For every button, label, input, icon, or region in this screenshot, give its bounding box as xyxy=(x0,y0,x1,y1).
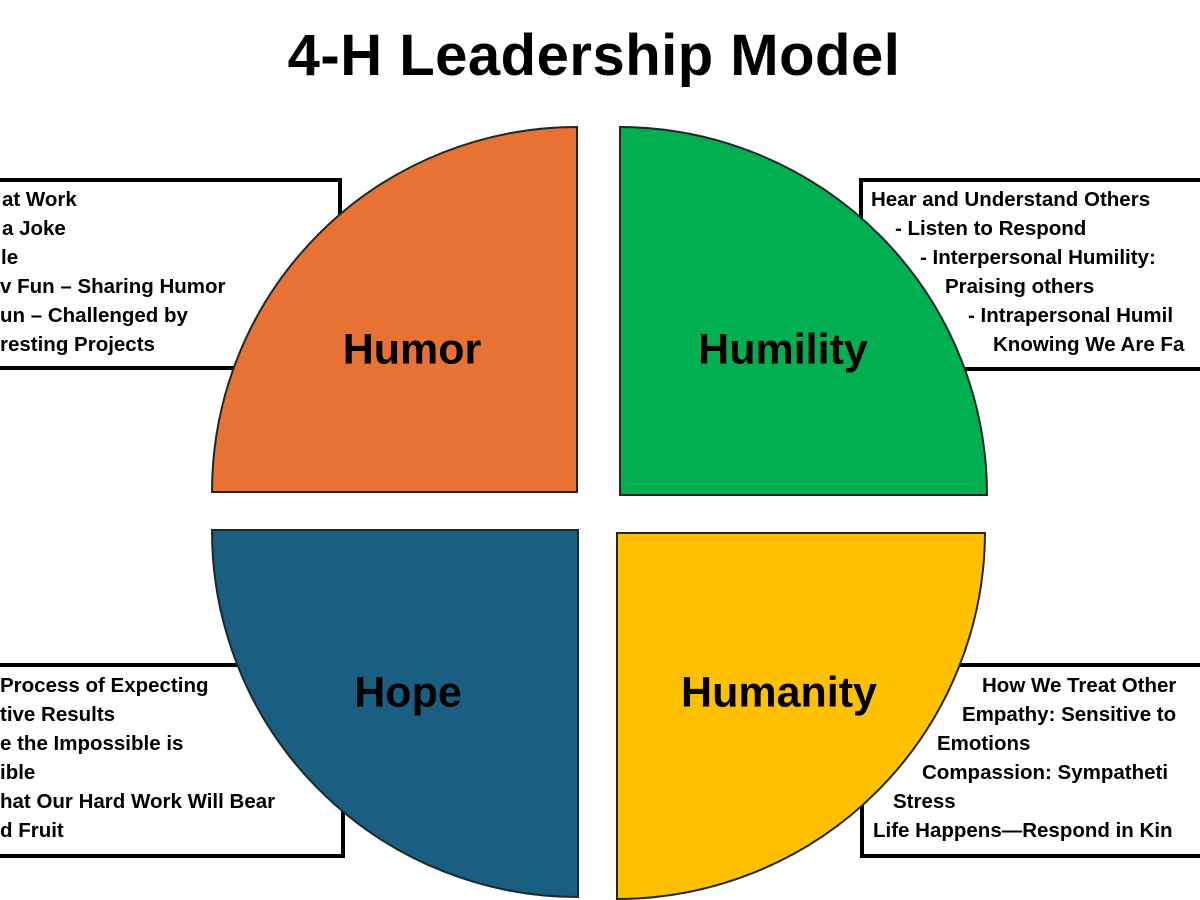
humility-label: Humility xyxy=(698,325,868,374)
humility-line: Knowing We Are Fa xyxy=(993,333,1185,356)
humanity-line: Life Happens—Respond in Kin xyxy=(873,819,1173,842)
humanity-line: Compassion: Sympatheti xyxy=(922,761,1169,784)
humanity-quadrant xyxy=(616,532,987,900)
humor-line: at Work xyxy=(2,188,77,211)
humanity-label: Humanity xyxy=(681,668,877,717)
hope-line: Process of Expecting xyxy=(0,674,209,697)
hope-line: e the Impossible is xyxy=(0,732,184,755)
humanity-line: Stress xyxy=(893,790,956,813)
hope-label: Hope xyxy=(354,668,462,717)
humility-line: Hear and Understand Others xyxy=(871,188,1151,211)
humility-line: Praising others xyxy=(945,275,1095,298)
hope-quadrant xyxy=(210,529,579,899)
humor-line: v Fun – Sharing Humor xyxy=(0,275,226,298)
humanity-line: Empathy: Sensitive to xyxy=(962,703,1177,726)
humanity-line: How We Treat Other xyxy=(982,674,1177,697)
humor-quadrant xyxy=(210,125,578,493)
humanity-line: Emotions xyxy=(937,732,1031,755)
hope-line: ible xyxy=(0,761,36,784)
humility-line: - Intrapersonal Humil xyxy=(968,304,1174,327)
hope-line: d Fruit xyxy=(0,819,64,842)
humility-quadrant xyxy=(619,125,989,496)
humility-line: - Listen to Respond xyxy=(895,217,1087,240)
humor-line: resting Projects xyxy=(0,333,155,356)
humor-label: Humor xyxy=(342,325,482,374)
hope-line: hat Our Hard Work Will Bear xyxy=(0,790,276,813)
humor-line: a Joke xyxy=(2,217,66,240)
humor-line: un – Challenged by xyxy=(0,304,188,327)
page-title: 4-H Leadership Model xyxy=(287,23,901,88)
humility-line: - Interpersonal Humility: xyxy=(920,246,1156,269)
hope-line: tive Results xyxy=(0,703,116,726)
humor-line: le xyxy=(1,246,19,269)
